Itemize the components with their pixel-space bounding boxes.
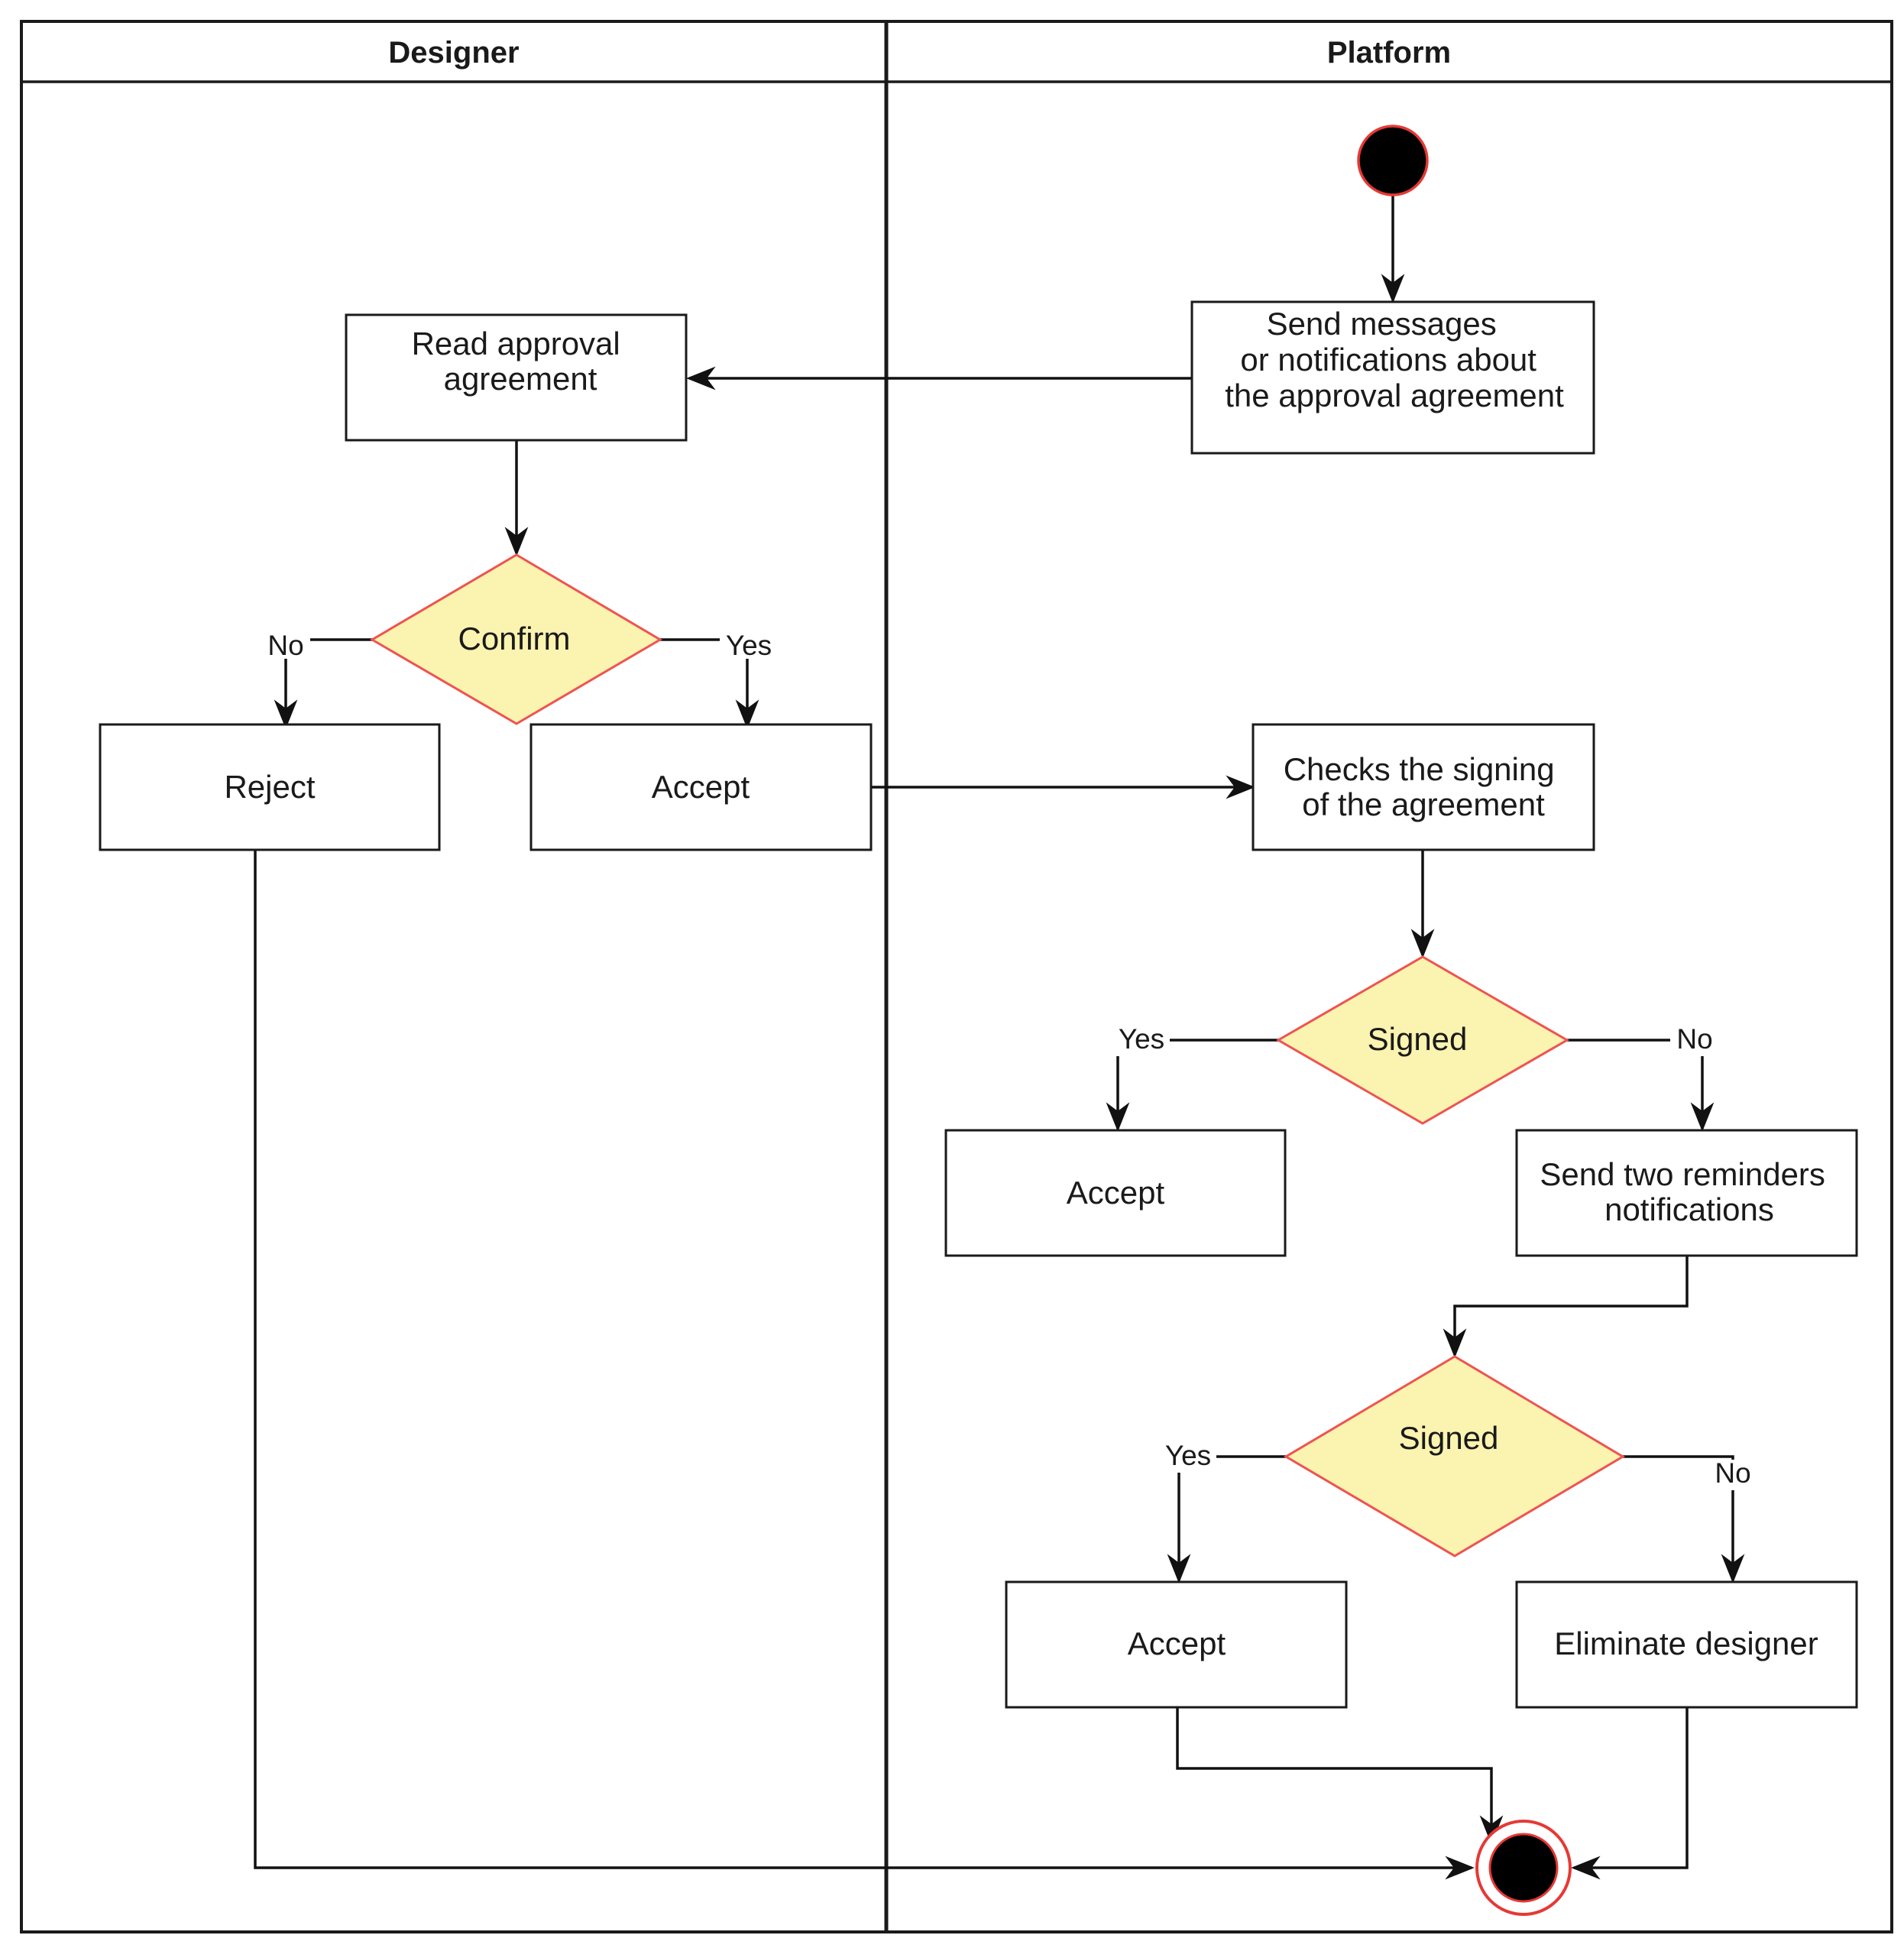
- edge-signed-2-yes-to-accept-2: [1167, 1455, 1286, 1583]
- edge-label-signed-1-no: No: [1676, 1023, 1712, 1055]
- decision-signed-2-label: Signed: [1399, 1420, 1499, 1456]
- action-checks-signing-label: Checks the signing of the agreement: [1284, 751, 1564, 822]
- lane-title-platform: Platform: [1327, 36, 1451, 70]
- decision-signed-2: Signed: [1284, 1355, 1625, 1557]
- action-send-reminders-label: Send two reminders notifications: [1540, 1156, 1834, 1227]
- action-accept-1-label: Accept: [1067, 1175, 1165, 1211]
- action-send-reminders: Send two reminders notifications: [1515, 1129, 1858, 1257]
- edge-signed-2-no-to-eliminate: [1623, 1455, 1745, 1583]
- edge-send-reminders-to-signed-2: [1443, 1256, 1689, 1358]
- action-eliminate-designer: Eliminate designer: [1515, 1580, 1858, 1709]
- action-accept-2: Accept: [1005, 1580, 1348, 1709]
- action-reject-label: Reject: [224, 769, 315, 805]
- edge-labels: No Yes Yes No Yes No: [261, 628, 1757, 1490]
- edge-accept-2-to-end: [1176, 1707, 1504, 1845]
- edge-eliminate-to-end: [1571, 1707, 1689, 1880]
- action-eliminate-designer-label: Eliminate designer: [1554, 1625, 1818, 1661]
- action-send-messages-label: Send messages or notifications about the…: [1225, 306, 1564, 413]
- decision-confirm: Confirm: [370, 553, 662, 725]
- decision-signed-1: Signed: [1275, 955, 1570, 1125]
- action-reject: Reject: [99, 723, 441, 851]
- action-read-approval-label: Read approval agreement: [412, 326, 630, 397]
- initial-node: [1357, 125, 1429, 196]
- swimlane-frame: Designer Platform: [20, 20, 1893, 1933]
- action-accept-2-label: Accept: [1128, 1625, 1226, 1661]
- action-checks-signing: Checks the signing of the agreement: [1252, 723, 1595, 851]
- lane-title-designer: Designer: [388, 36, 519, 70]
- action-send-messages: Send messages or notifications about the…: [1190, 300, 1595, 455]
- final-node: [1475, 1820, 1572, 1916]
- edge-label-confirm-no: No: [267, 630, 303, 661]
- edge-label-signed-2-yes: Yes: [1165, 1440, 1211, 1471]
- decision-confirm-label: Confirm: [458, 621, 570, 656]
- edge-reject-to-end: [254, 850, 1475, 1880]
- action-accept-1: Accept: [944, 1129, 1287, 1257]
- action-accept-designer: Accept: [529, 723, 873, 851]
- edge-label-confirm-yes: Yes: [726, 630, 772, 661]
- edge-label-signed-2-no: No: [1715, 1457, 1750, 1489]
- edge-label-signed-1-yes: Yes: [1119, 1023, 1164, 1055]
- action-accept-designer-label: Accept: [652, 769, 750, 805]
- decision-signed-1-label: Signed: [1368, 1021, 1468, 1057]
- action-read-approval: Read approval agreement: [345, 313, 688, 442]
